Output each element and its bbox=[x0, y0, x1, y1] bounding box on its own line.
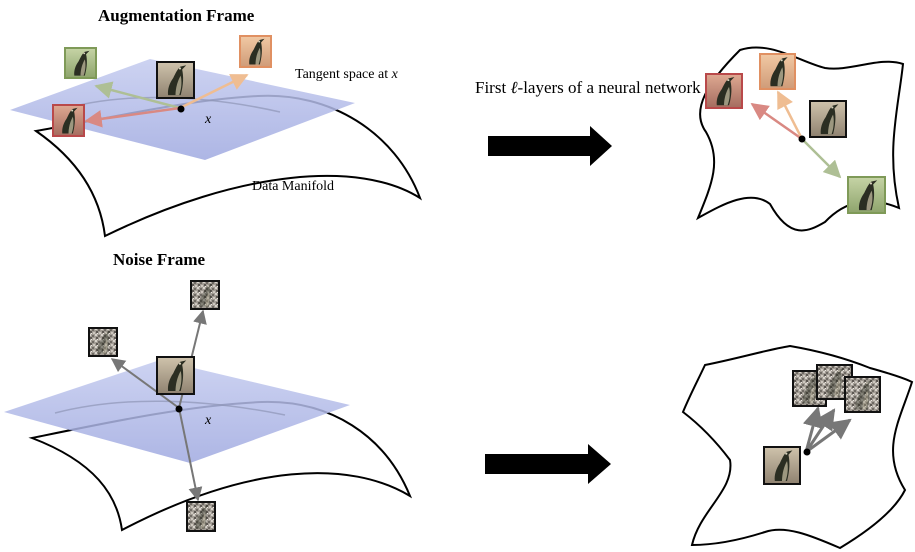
feature-image-original bbox=[809, 100, 847, 138]
feature-space-bottom bbox=[681, 344, 914, 550]
feature-space-boundary-bottom bbox=[681, 344, 914, 550]
mapping-arrow-top bbox=[488, 126, 612, 166]
feature-arrow-red bbox=[750, 102, 803, 141]
green-augmentation-arrow bbox=[94, 81, 181, 110]
noise-frame-title: Noise Frame bbox=[113, 250, 206, 269]
orange-augmented-image bbox=[239, 35, 272, 68]
feature-point-dot bbox=[798, 135, 806, 143]
feature-point-dot-bottom bbox=[803, 448, 811, 456]
data-point-dot bbox=[177, 105, 185, 113]
caption-prefix: First bbox=[475, 78, 511, 97]
noise-image-top bbox=[190, 280, 220, 310]
caption-suffix: -layers of a neural network bbox=[517, 78, 701, 97]
feature-noise-arrow-2 bbox=[804, 408, 836, 453]
noise-arrow-left bbox=[110, 358, 180, 409]
augmentation-frame-panel: Augmentation Frame x Tangent sp bbox=[10, 6, 422, 238]
network-caption: First ℓ-layers of a neural network bbox=[475, 77, 705, 99]
original-image bbox=[156, 61, 195, 99]
point-label: x bbox=[204, 112, 212, 127]
feature-space-top bbox=[696, 46, 905, 232]
red-augmentation-arrow bbox=[84, 106, 181, 128]
orange-augmentation-arrow bbox=[179, 73, 249, 110]
feature-image-red bbox=[705, 73, 743, 109]
feature-image-orange bbox=[759, 53, 796, 90]
feature-noise-arrow-3 bbox=[805, 418, 852, 454]
feature-image-green bbox=[847, 176, 886, 214]
augmentation-frame-title: Augmentation Frame bbox=[98, 6, 255, 25]
feature-arrow-orange bbox=[776, 90, 804, 140]
green-augmented-image bbox=[64, 47, 97, 79]
feature-arrow-green bbox=[801, 138, 842, 179]
data-manifold-label: Data Manifold bbox=[252, 179, 334, 194]
noise-image-bottom bbox=[186, 501, 216, 532]
mapping-arrow-bottom bbox=[485, 444, 611, 484]
noise-arrow-down bbox=[178, 407, 203, 502]
point-label-bottom: x bbox=[204, 413, 212, 428]
noise-frame-panel: Noise Frame x bbox=[4, 250, 413, 532]
noise-image-left bbox=[88, 327, 118, 357]
tangent-space-label: Tangent space at x bbox=[295, 67, 399, 82]
red-augmented-image bbox=[52, 104, 85, 137]
feature-noise-image-3 bbox=[844, 376, 881, 413]
data-point-dot-bottom bbox=[175, 405, 183, 413]
original-image-bottom bbox=[156, 356, 195, 395]
caption-symbol: ℓ bbox=[510, 78, 518, 97]
feature-space-boundary-top bbox=[696, 46, 905, 232]
feature-original-image-bottom bbox=[763, 446, 801, 485]
